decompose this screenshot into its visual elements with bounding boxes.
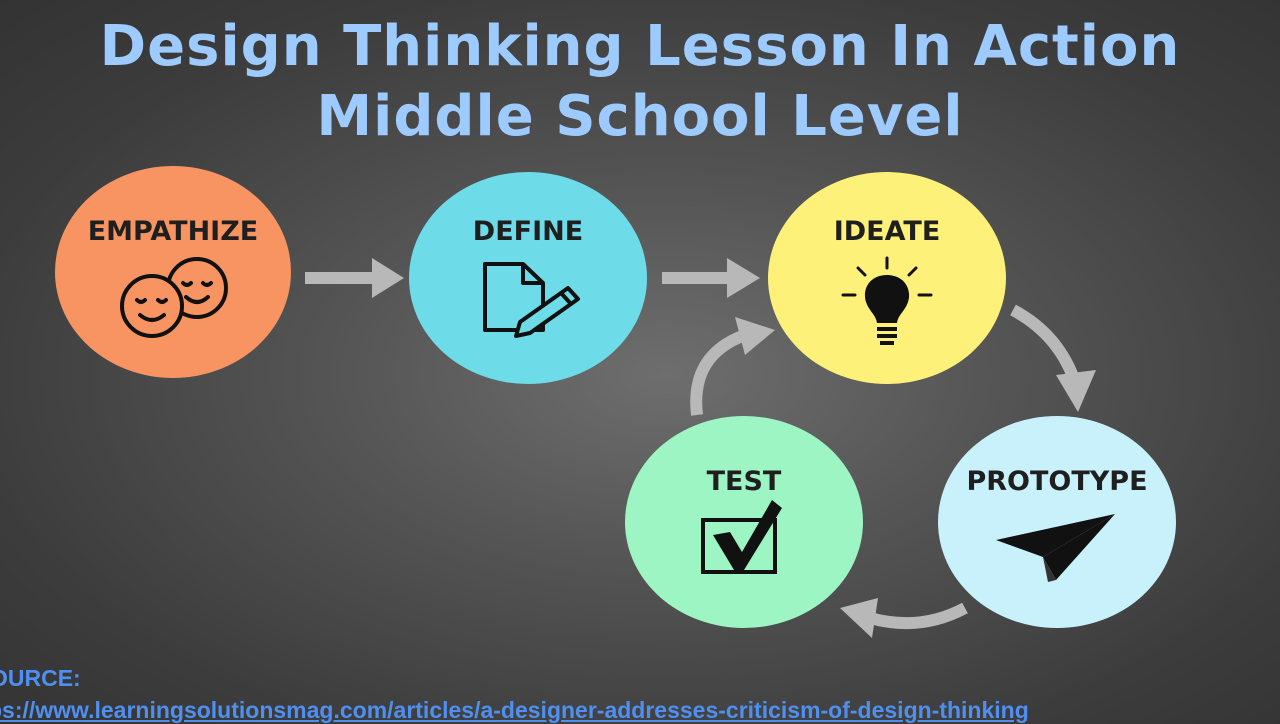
arrow-prototype-to-test: [840, 598, 968, 638]
prototype-label: PROTOTYPE: [966, 466, 1147, 497]
document-pencil-icon: [483, 262, 580, 338]
define-label: DEFINE: [473, 216, 583, 247]
empathize-label: EMPATHIZE: [88, 216, 259, 247]
prototype-circle: [938, 416, 1176, 628]
source-label: OURCE:: [0, 665, 81, 691]
arrow-empathize-to-define: [305, 258, 404, 298]
arrow-test-to-ideate: [690, 317, 775, 416]
checkbox-icon: [701, 500, 782, 574]
define-circle: [409, 172, 647, 384]
two-faces-icon: [120, 257, 228, 338]
title-line-1: Design Thinking Lesson In Action: [99, 14, 1181, 79]
ideate-label: IDEATE: [834, 216, 941, 247]
stage-test: TEST: [625, 416, 863, 628]
stage-empathize: EMPATHIZE: [55, 166, 291, 378]
source-link[interactable]: ps://www.learningsolutionsmag.com/articl…: [0, 697, 1029, 723]
test-label: TEST: [707, 466, 782, 497]
arrow-define-to-ideate: [662, 258, 760, 298]
stage-prototype: PROTOTYPE: [938, 416, 1176, 628]
arrow-ideate-to-prototype: [1010, 304, 1096, 412]
lightbulb-icon: [841, 256, 933, 345]
title-line-2: Middle School Level: [316, 84, 964, 149]
stage-ideate: IDEATE: [768, 172, 1006, 384]
stage-define: DEFINE: [409, 172, 647, 384]
paper-plane-icon: [996, 514, 1115, 582]
